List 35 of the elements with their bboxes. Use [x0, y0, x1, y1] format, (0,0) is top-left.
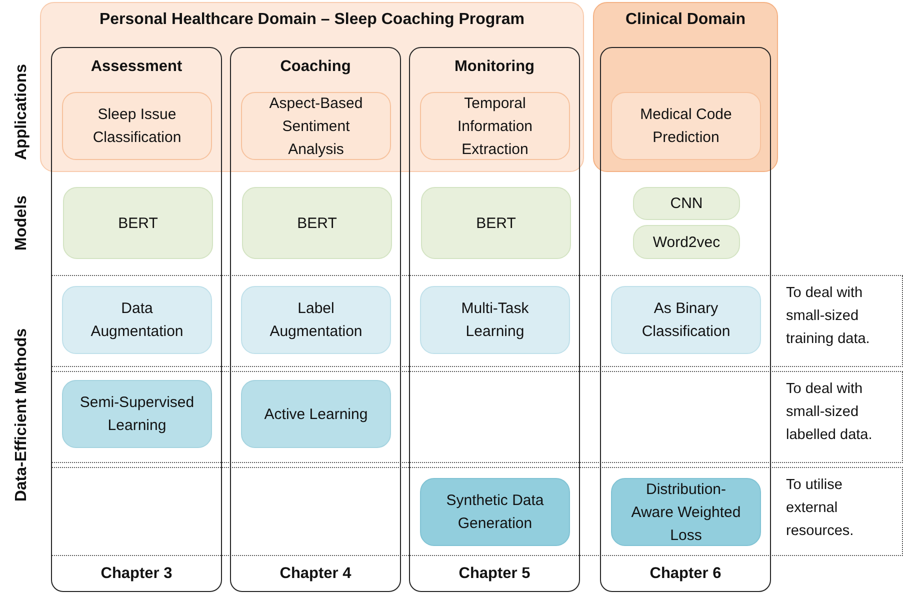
method-box: As Binary Classification: [611, 286, 761, 354]
row-heading: Applications: [13, 64, 31, 160]
chapter-column: [51, 47, 222, 592]
model-box: BERT: [421, 187, 571, 259]
row-note: To deal with small-sized labelled data.: [786, 380, 874, 445]
method-box: Distribution-Aware Weighted Loss: [611, 478, 761, 546]
domain-title: Clinical Domain: [624, 11, 747, 29]
application-box: Aspect-Based Sentiment Analysis: [241, 92, 391, 160]
column-heading: Monitoring: [453, 58, 536, 76]
chapter-label: Chapter 6: [648, 565, 722, 583]
row-heading: Data-Efficient Methods: [13, 328, 31, 502]
chapter-label: Chapter 3: [100, 565, 174, 583]
column-heading: Coaching: [279, 58, 352, 76]
method-box: Active Learning: [241, 380, 391, 448]
method-box: Data Augmentation: [62, 286, 212, 354]
application-box: Medical Code Prediction: [611, 92, 761, 160]
method-box: Label Augmentation: [241, 286, 391, 354]
chapter-label: Chapter 4: [278, 565, 352, 583]
model-box: Word2vec: [633, 225, 740, 259]
domain-title: Personal Healthcare Domain – Sleep Coaching Program: [98, 11, 526, 29]
method-box: Synthetic Data Generation: [420, 478, 570, 546]
row-note: To utilise external resources.: [786, 476, 855, 541]
column-heading: Assessment: [90, 58, 184, 76]
method-box: Multi-Task Learning: [420, 286, 570, 354]
application-box: Temporal Information Extraction: [420, 92, 570, 160]
chapter-label: Chapter 5: [458, 565, 532, 583]
application-box: Sleep Issue Classification: [62, 92, 212, 160]
method-box: Semi-Supervised Learning: [62, 380, 212, 448]
model-box: BERT: [242, 187, 392, 259]
chapter-column: [230, 47, 401, 592]
row-note: To deal with small-sized training data.: [786, 284, 871, 349]
chapter-column: [409, 47, 580, 592]
model-box: BERT: [63, 187, 213, 259]
model-box: CNN: [633, 187, 740, 220]
row-heading: Models: [13, 195, 31, 251]
